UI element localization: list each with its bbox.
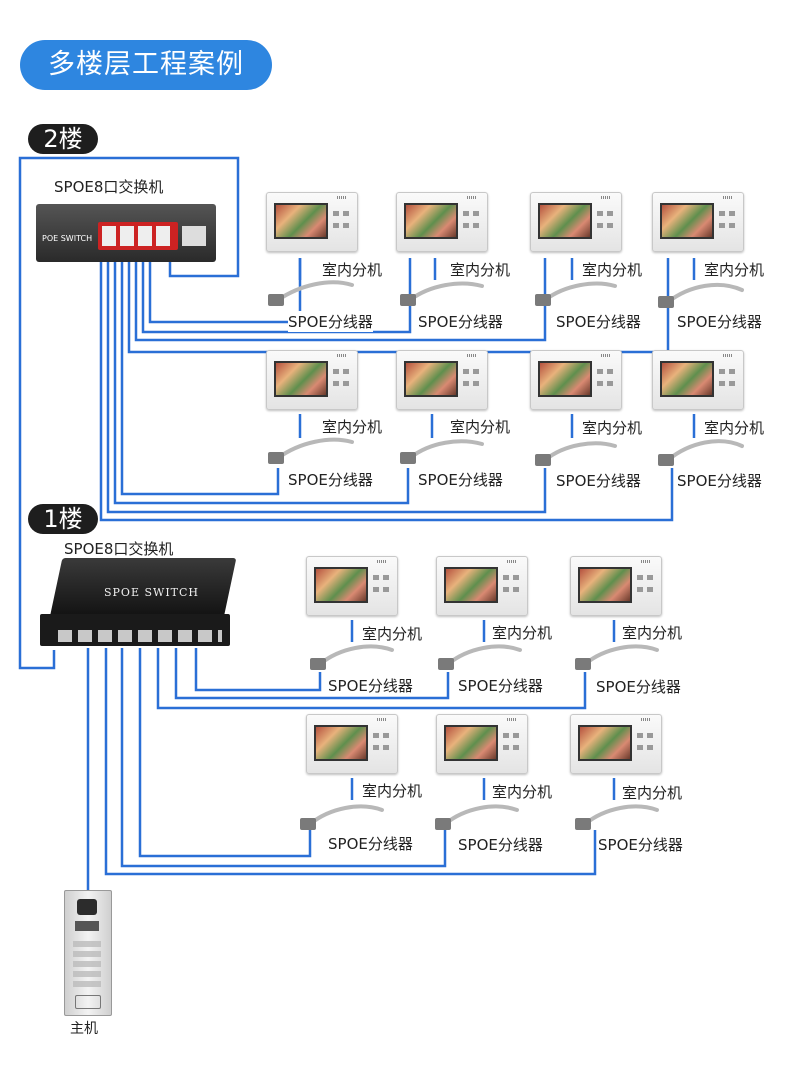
splitter-label: SPOE分线器 <box>288 469 373 490</box>
indoor-unit <box>266 192 358 252</box>
indoor-unit <box>306 556 398 616</box>
indoor-unit-label: 室内分机 <box>450 416 511 437</box>
splitter-label: SPOE分线器 <box>677 311 762 332</box>
splitter-cable <box>443 804 519 826</box>
splitter-cable <box>276 437 354 460</box>
indoor-unit-label: 室内分机 <box>704 259 765 280</box>
indoor-unit-label: 室内分机 <box>362 780 423 801</box>
splitter-cable <box>446 644 522 666</box>
splitter-cable <box>666 282 744 304</box>
indoor-unit <box>652 350 744 410</box>
floor-1-switch-caption: SPOE8口交换机 <box>64 540 174 558</box>
page-title: 多楼层工程案例 <box>20 40 272 90</box>
indoor-unit <box>530 192 622 252</box>
splitter-cable <box>666 439 744 462</box>
indoor-unit-label: 室内分机 <box>450 259 511 280</box>
splitter-label: SPOE分线器 <box>556 311 641 332</box>
poe-switch-floor-2: POE SWITCH <box>36 204 216 262</box>
splitter-cable <box>543 441 617 462</box>
indoor-unit <box>266 350 358 410</box>
indoor-unit <box>570 714 662 774</box>
indoor-unit <box>396 192 488 252</box>
splitter-cable <box>583 804 659 826</box>
splitter-cable <box>318 644 394 666</box>
door-station <box>64 890 112 1016</box>
splitter-cable <box>408 281 484 302</box>
indoor-unit-label: 室内分机 <box>622 622 683 643</box>
indoor-unit-label: 室内分机 <box>362 623 423 644</box>
switch-brand-label: SPOE SWITCH <box>104 586 200 599</box>
indoor-unit <box>396 350 488 410</box>
splitter-cable <box>543 281 617 302</box>
switch-brand-label: POE SWITCH <box>42 234 93 243</box>
indoor-unit <box>570 556 662 616</box>
indoor-unit-label: 室内分机 <box>492 781 553 802</box>
splitter-cable <box>583 644 659 666</box>
indoor-unit-label: 室内分机 <box>582 417 643 438</box>
indoor-unit <box>436 714 528 774</box>
floor-2-badge: 2楼 <box>28 124 98 154</box>
indoor-unit <box>436 556 528 616</box>
splitter-cable <box>308 804 384 826</box>
splitter-label: SPOE分线器 <box>598 834 683 855</box>
floor-2-switch-caption: SPOE8口交换机 <box>54 178 164 196</box>
host-label: 主机 <box>70 1021 98 1037</box>
splitter-cable <box>408 439 484 460</box>
splitter-label: SPOE分线器 <box>328 833 413 854</box>
indoor-unit-label: 室内分机 <box>322 416 383 437</box>
floor-1-badge: 1楼 <box>28 504 98 534</box>
splitter-label: SPOE分线器 <box>328 675 413 696</box>
indoor-unit-label: 室内分机 <box>322 259 383 280</box>
splitter-label: SPOE分线器 <box>556 470 641 491</box>
splitter-label: SPOE分线器 <box>596 676 681 697</box>
indoor-unit-label: 室内分机 <box>582 259 643 280</box>
indoor-unit <box>530 350 622 410</box>
splitter-cable <box>276 280 354 302</box>
poe-switch-floor-1: SPOE SWITCH <box>40 558 237 648</box>
splitter-label: SPOE分线器 <box>418 469 503 490</box>
indoor-unit-label: 室内分机 <box>492 622 553 643</box>
splitter-label: SPOE分线器 <box>458 834 543 855</box>
indoor-unit <box>652 192 744 252</box>
splitter-label: SPOE分线器 <box>288 311 373 332</box>
splitter-label: SPOE分线器 <box>418 311 503 332</box>
splitter-label: SPOE分线器 <box>458 675 543 696</box>
indoor-unit-label: 室内分机 <box>622 782 683 803</box>
indoor-unit <box>306 714 398 774</box>
splitter-label: SPOE分线器 <box>677 470 762 491</box>
uplink-wire <box>18 156 240 670</box>
indoor-unit-label: 室内分机 <box>704 417 765 438</box>
